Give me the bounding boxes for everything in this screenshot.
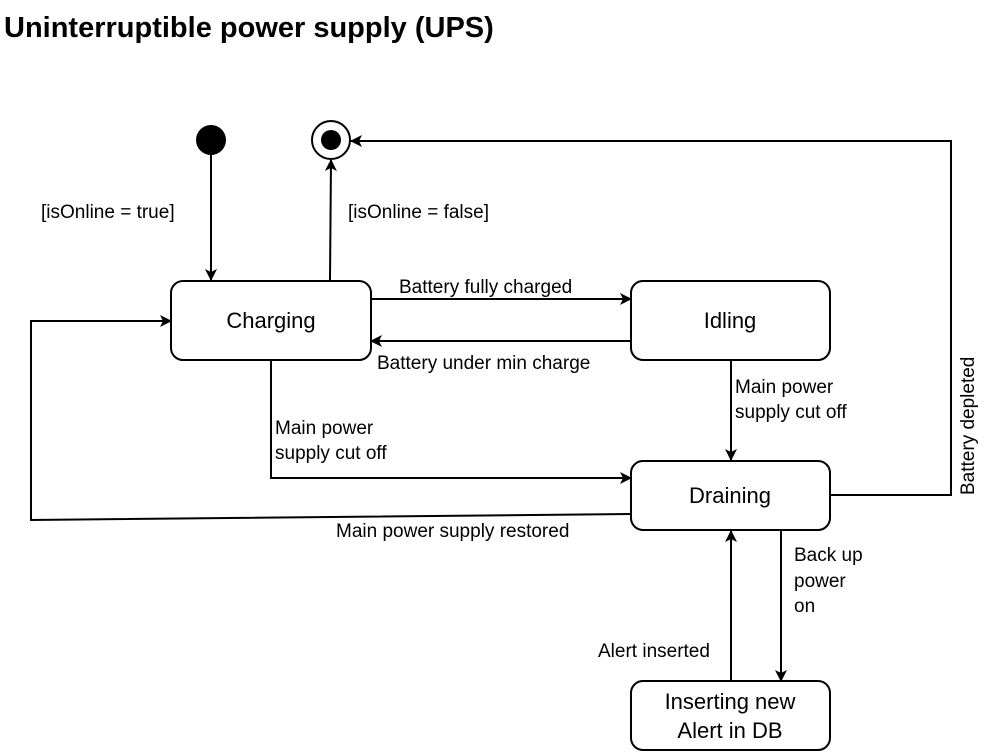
backup-power-label-line2: power [794, 571, 846, 592]
backup-power-label-line1: Back up [794, 545, 863, 566]
charging-cut-off-label-line2: supply cut off [275, 443, 387, 464]
under-min-charge-label: Battery under min charge [377, 353, 590, 374]
state-charging[interactable]: Charging [170, 280, 372, 361]
idling-cut-off-label-line1: Main power [735, 377, 834, 398]
restored-label: Main power supply restored [336, 521, 569, 542]
state-inserting-alert[interactable]: Inserting new Alert in DB [630, 680, 831, 751]
draining-to-charging-arrow[interactable] [30, 315, 632, 522]
page-title: Uninterruptible power supply (UPS) [4, 12, 494, 44]
charging-cut-off-label-line1: Main power [275, 418, 374, 439]
state-charging-label: Charging [226, 308, 315, 333]
final-guard-label: [isOnline = false] [348, 202, 489, 223]
state-inserting-label-line1: Inserting new [665, 689, 796, 714]
battery-depleted-label: Battery depleted [958, 357, 979, 495]
backup-power-label-line3: on [794, 596, 815, 617]
state-idling-label: Idling [704, 308, 757, 333]
state-idling[interactable]: Idling [630, 280, 831, 361]
charging-to-draining-arrow[interactable] [270, 360, 632, 484]
initial-state[interactable] [196, 125, 226, 155]
draining-to-final-arrow[interactable] [350, 135, 952, 496]
final-state[interactable] [311, 120, 351, 160]
state-draining[interactable]: Draining [630, 460, 831, 531]
fully-charged-label: Battery fully charged [399, 277, 572, 298]
state-inserting-label-line2: Alert in DB [677, 718, 782, 743]
charging-to-final-arrow[interactable] [324, 159, 337, 281]
initial-guard-label: [isOnline = true] [41, 202, 175, 223]
state-draining-label: Draining [689, 483, 771, 508]
alert-inserted-label: Alert inserted [598, 641, 710, 662]
idling-cut-off-label-line2: supply cut off [735, 402, 847, 423]
